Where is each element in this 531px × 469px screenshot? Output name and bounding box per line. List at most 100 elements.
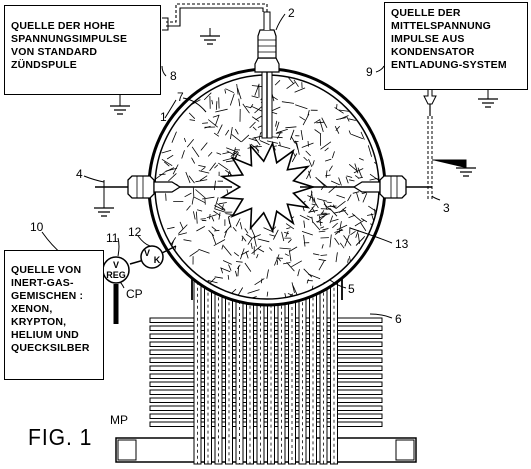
top-electrode <box>254 11 280 138</box>
fiber-strand <box>367 145 372 157</box>
fiber-strand <box>368 205 379 213</box>
fiber-strand <box>324 158 332 162</box>
fiber-strand <box>214 164 219 169</box>
fiber-strand <box>369 178 378 181</box>
ref-mp: MP <box>110 413 128 427</box>
fiber-strand <box>355 230 359 238</box>
fiber-strand <box>275 132 283 134</box>
valve-v-label: V <box>144 248 150 258</box>
fiber-strand <box>339 242 345 249</box>
fiber-strand <box>295 104 308 110</box>
fiber-strand <box>339 115 349 120</box>
fiber-strand <box>335 252 338 263</box>
fiber-strand <box>311 203 317 206</box>
fiber-strand <box>230 127 233 140</box>
fiber-strand <box>351 133 364 140</box>
fiber-strand <box>291 260 302 268</box>
fiber-strand <box>214 276 223 279</box>
fiber-strand <box>316 121 325 124</box>
fiber-strand <box>357 167 362 177</box>
ref-6: 6 <box>395 312 402 326</box>
fiber-strand <box>271 111 278 115</box>
fiber-strand <box>209 162 217 172</box>
fiber-strand <box>228 264 232 271</box>
gas-source-line-1: QUELLE VON <box>11 264 82 276</box>
fiber-strand <box>336 104 338 110</box>
fiber-strand <box>281 101 295 104</box>
fiber-strand <box>313 253 320 256</box>
ref-13: 13 <box>395 237 409 251</box>
fiber-strand <box>181 150 185 159</box>
fiber-strand <box>235 261 243 263</box>
fiber-strand <box>214 180 216 191</box>
fiber-strand <box>214 205 226 211</box>
fiber-strand <box>317 198 328 202</box>
fiber-strand <box>195 189 206 199</box>
fiber-strand <box>244 228 249 234</box>
fiber-strand <box>231 134 242 143</box>
fiber-strand <box>208 229 215 237</box>
cooling-fin <box>149 381 383 387</box>
cooling-fin <box>149 317 383 323</box>
fiber-strand <box>321 210 325 215</box>
fiber-strand <box>183 137 187 143</box>
fiber-strand <box>336 224 348 231</box>
fiber-strand <box>294 140 299 150</box>
hv-source-line-2: SPANNUNGSIMPULSE <box>11 33 128 45</box>
fiber-strand <box>217 124 223 135</box>
fiber-strand <box>308 209 318 213</box>
fiber-strand <box>186 205 191 211</box>
fiber-strand <box>225 88 235 94</box>
fiber-strand <box>211 216 215 222</box>
fiber-strand <box>346 116 350 122</box>
mv-source-line-3: IMPULSE AUS <box>391 33 465 45</box>
fiber-strand <box>329 205 337 209</box>
fiber-strand <box>303 234 306 247</box>
fiber-strand <box>254 83 260 96</box>
fiber-strand <box>335 200 346 209</box>
fiber-strand <box>188 175 195 184</box>
fiber-strand <box>228 217 232 228</box>
reference-numerals: 2 1 7 8 9 4 3 13 5 6 10 11 12 CP MP <box>30 6 450 427</box>
cooling-fin <box>149 397 383 403</box>
fiber-strand <box>347 258 349 263</box>
fiber-strand <box>312 221 321 231</box>
fiber-strand <box>287 239 292 243</box>
fiber-strand <box>349 179 355 182</box>
fiber-strand <box>200 142 208 151</box>
ref-11: 11 <box>106 231 119 245</box>
gas-valve[interactable]: V K <box>140 245 164 269</box>
fiber-strand <box>232 226 237 232</box>
fiber-strand <box>213 132 220 137</box>
fiber-strand <box>196 209 203 212</box>
fiber-strand <box>237 88 242 100</box>
fiber-strand <box>254 278 265 286</box>
fiber-strand <box>200 166 206 171</box>
fiber-strand <box>191 157 196 164</box>
fiber-strand <box>306 215 313 219</box>
fiber-strand <box>305 150 311 157</box>
fiber-strand <box>367 213 374 216</box>
fiber-strand <box>303 220 306 228</box>
fiber-strand <box>343 235 352 246</box>
fiber-strand <box>177 232 188 236</box>
fiber-strand <box>183 239 192 242</box>
fiber-strand <box>354 219 365 227</box>
fiber-strand <box>214 197 219 209</box>
fiber-strand <box>300 130 304 140</box>
gas-regulator[interactable]: V REG <box>102 256 130 284</box>
fiber-strand <box>207 151 213 157</box>
cooling-fin <box>149 333 383 339</box>
mv-source-line-5: ENTLADUNG-SYSTEM <box>391 59 507 71</box>
fiber-strand <box>257 248 265 253</box>
gas-source-line-4: XENON, <box>11 303 53 315</box>
fiber-strand <box>215 101 218 110</box>
fiber-strand <box>236 83 239 95</box>
fiber-strand <box>335 125 341 131</box>
mv-terminal <box>423 90 476 200</box>
fiber-strand <box>284 253 289 257</box>
fiber-strand <box>269 247 273 251</box>
ref-5: 5 <box>348 282 355 296</box>
fiber-strand <box>161 149 172 154</box>
fiber-strand <box>213 210 221 217</box>
